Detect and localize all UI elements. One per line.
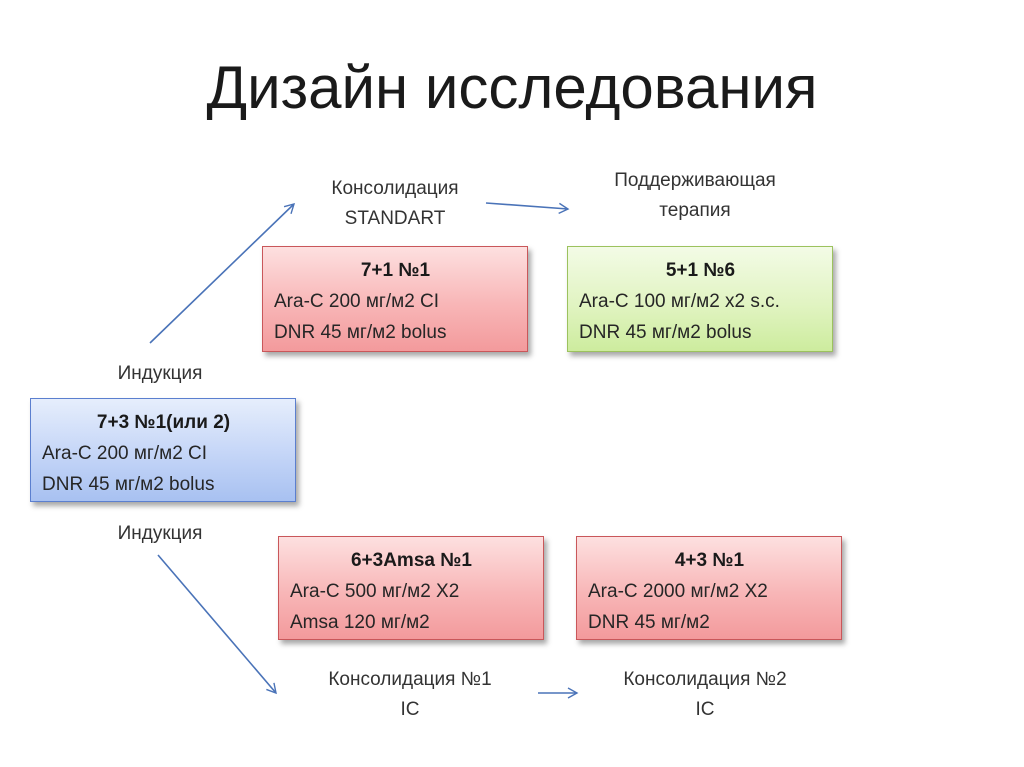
- box-maintenance: 5+1 №6 Ara-C 100 мг/м2 x2 s.c. DNR 45 мг…: [567, 246, 833, 352]
- box-row: Ara-C 100 мг/м2 x2 s.c.: [579, 291, 780, 312]
- box-heading: 4+3 №1: [674, 550, 745, 571]
- label-induction-bottom: Индукция: [117, 523, 203, 544]
- box-heading: 6+3Amsa №1: [350, 550, 472, 571]
- box-row: DNR 45 мг/м2: [588, 612, 710, 633]
- box-row: Ara-C 200 мг/м2 CI: [42, 443, 208, 464]
- box-induction: 7+3 №1(или 2) Ara-C 200 мг/м2 CI DNR 45 …: [30, 398, 296, 502]
- box-consolidation-standard: 7+1 №1 Ara-C 200 мг/м2 CI DNR 45 мг/м2 b…: [262, 246, 528, 352]
- box-row: DNR 45 мг/м2 bolus: [42, 474, 215, 495]
- label-line: Консолидация: [331, 178, 459, 199]
- box-row: DNR 45 мг/м2 bolus: [579, 322, 752, 343]
- box-row: Ara-C 200 мг/м2 CI: [274, 291, 440, 312]
- box-row: Ara-C 2000 мг/м2 X2: [588, 581, 768, 602]
- arrow-induction-to-consolidation-1: [157, 554, 277, 695]
- label-consolidation-standard: Консолидация STANDART: [300, 174, 490, 234]
- box-amsa: 6+3Amsa №1 Ara-C 500 мг/м2 X2 Amsa 120 м…: [278, 536, 544, 640]
- arrow-induction-to-standard: [149, 202, 296, 344]
- label-line: терапия: [659, 200, 731, 221]
- box-heading: 7+3 №1(или 2): [96, 412, 231, 433]
- label-induction-top: Индукция: [117, 363, 203, 384]
- label-consolidation-1: Консолидация №1 IC: [295, 665, 525, 725]
- box-row: DNR 45 мг/м2 bolus: [274, 322, 447, 343]
- box-high-dose: 4+3 №1 Ara-C 2000 мг/м2 X2 DNR 45 мг/м2: [576, 536, 842, 640]
- arrow-standard-to-maintenance: [485, 202, 570, 214]
- box-heading: 5+1 №6: [665, 260, 736, 281]
- box-row: Amsa 120 мг/м2: [290, 612, 430, 633]
- label-line: Консолидация №2: [623, 669, 787, 690]
- box-heading: 7+1 №1: [360, 260, 431, 281]
- label-line: STANDART: [344, 208, 446, 229]
- box-row: Ara-C 500 мг/м2 X2: [290, 581, 460, 602]
- label-line: IC: [695, 699, 715, 720]
- label-consolidation-2: Консолидация №2 IC: [590, 665, 820, 725]
- label-maintenance: Поддерживающая терапия: [580, 166, 810, 226]
- label-line: Поддерживающая: [614, 170, 776, 191]
- label-line: IC: [400, 699, 420, 720]
- slide-title: Дизайн исследования: [206, 54, 818, 121]
- label-line: Консолидация №1: [328, 669, 492, 690]
